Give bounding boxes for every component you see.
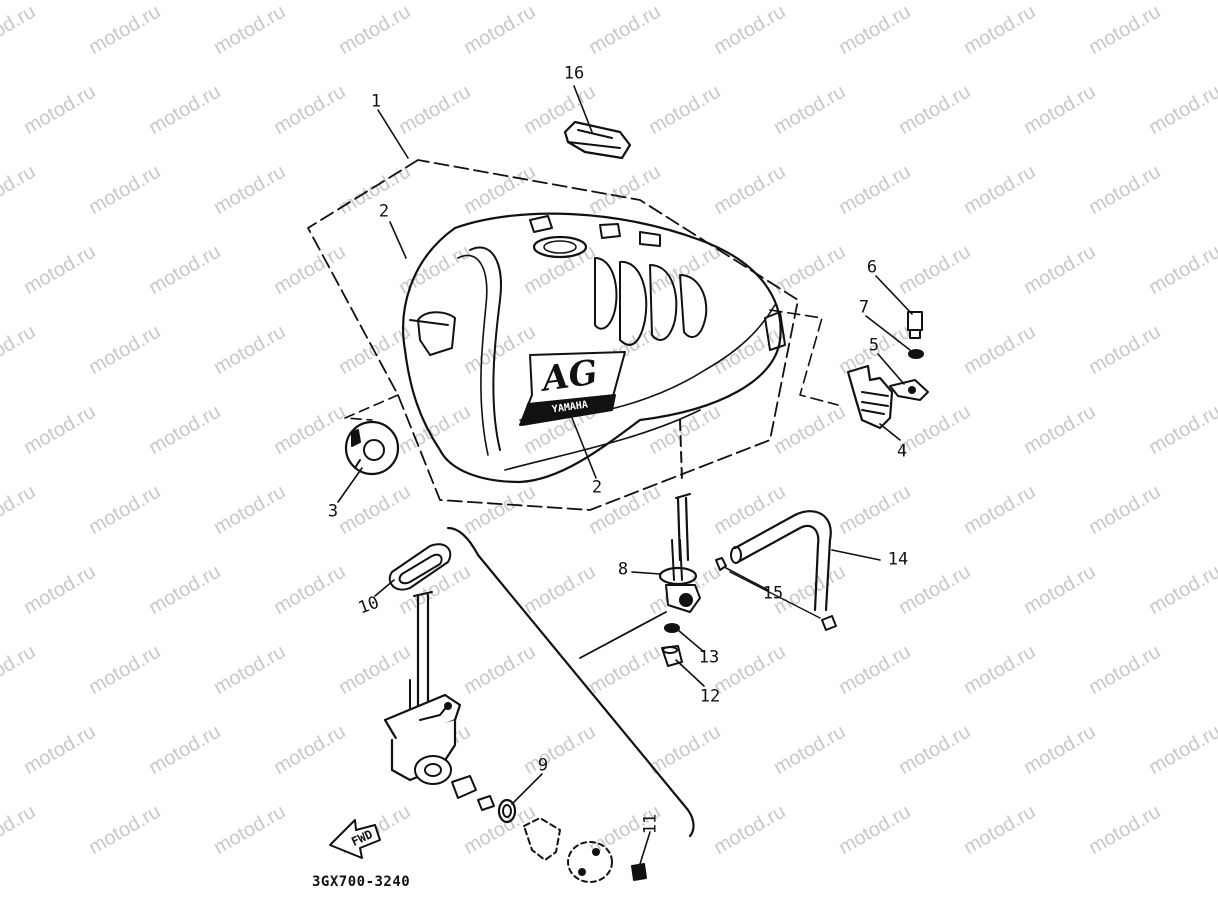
gasket-part [388,543,452,591]
callout-1: 1 [370,91,382,112]
grommet-part [344,420,400,476]
callout-13: 13 [698,647,720,668]
callout-16: 16 [563,63,585,84]
part-code: 3GX700-3240 [312,874,411,890]
collar-part [889,379,929,401]
fuel-cock-detail [383,591,462,785]
callout-7: 7 [858,297,870,318]
oring-part [664,623,680,633]
leader-lines [337,85,913,865]
callout-14: 14 [887,549,909,570]
tank-logo-text: AG [539,352,601,400]
callout-6: 6 [866,257,878,278]
screw-part [631,863,647,881]
clip-part [715,557,837,631]
fuel-cap-part [563,120,632,160]
fuel-cock-part [658,419,701,613]
washer-part [908,349,924,359]
assembly-outline-branch-left [344,394,399,421]
callout-9: 9 [537,755,549,776]
fuel-hose-part [730,510,832,612]
filter-cup-part [451,775,495,811]
lever-part [523,817,561,861]
damper-part [846,364,894,430]
fwd-arrow-icon [329,819,381,859]
callout-8: 8 [617,559,629,580]
callout-3: 3 [327,501,339,522]
detail-bracket [446,526,695,838]
plate-part [567,841,613,883]
callout-2-upper: 2 [378,201,390,222]
callout-5: 5 [868,335,880,356]
assembly-outline-branch [769,309,839,406]
assembly-outline [307,159,799,511]
oring-lower-part [497,798,517,824]
callout-12: 12 [699,686,721,707]
callout-2-lower: 2 [591,477,603,498]
callout-11: 11 [640,813,661,835]
callout-15: 15 [762,583,784,604]
bolt-part [907,311,923,339]
callout-4: 4 [896,441,908,462]
fuel-tank [402,212,786,484]
